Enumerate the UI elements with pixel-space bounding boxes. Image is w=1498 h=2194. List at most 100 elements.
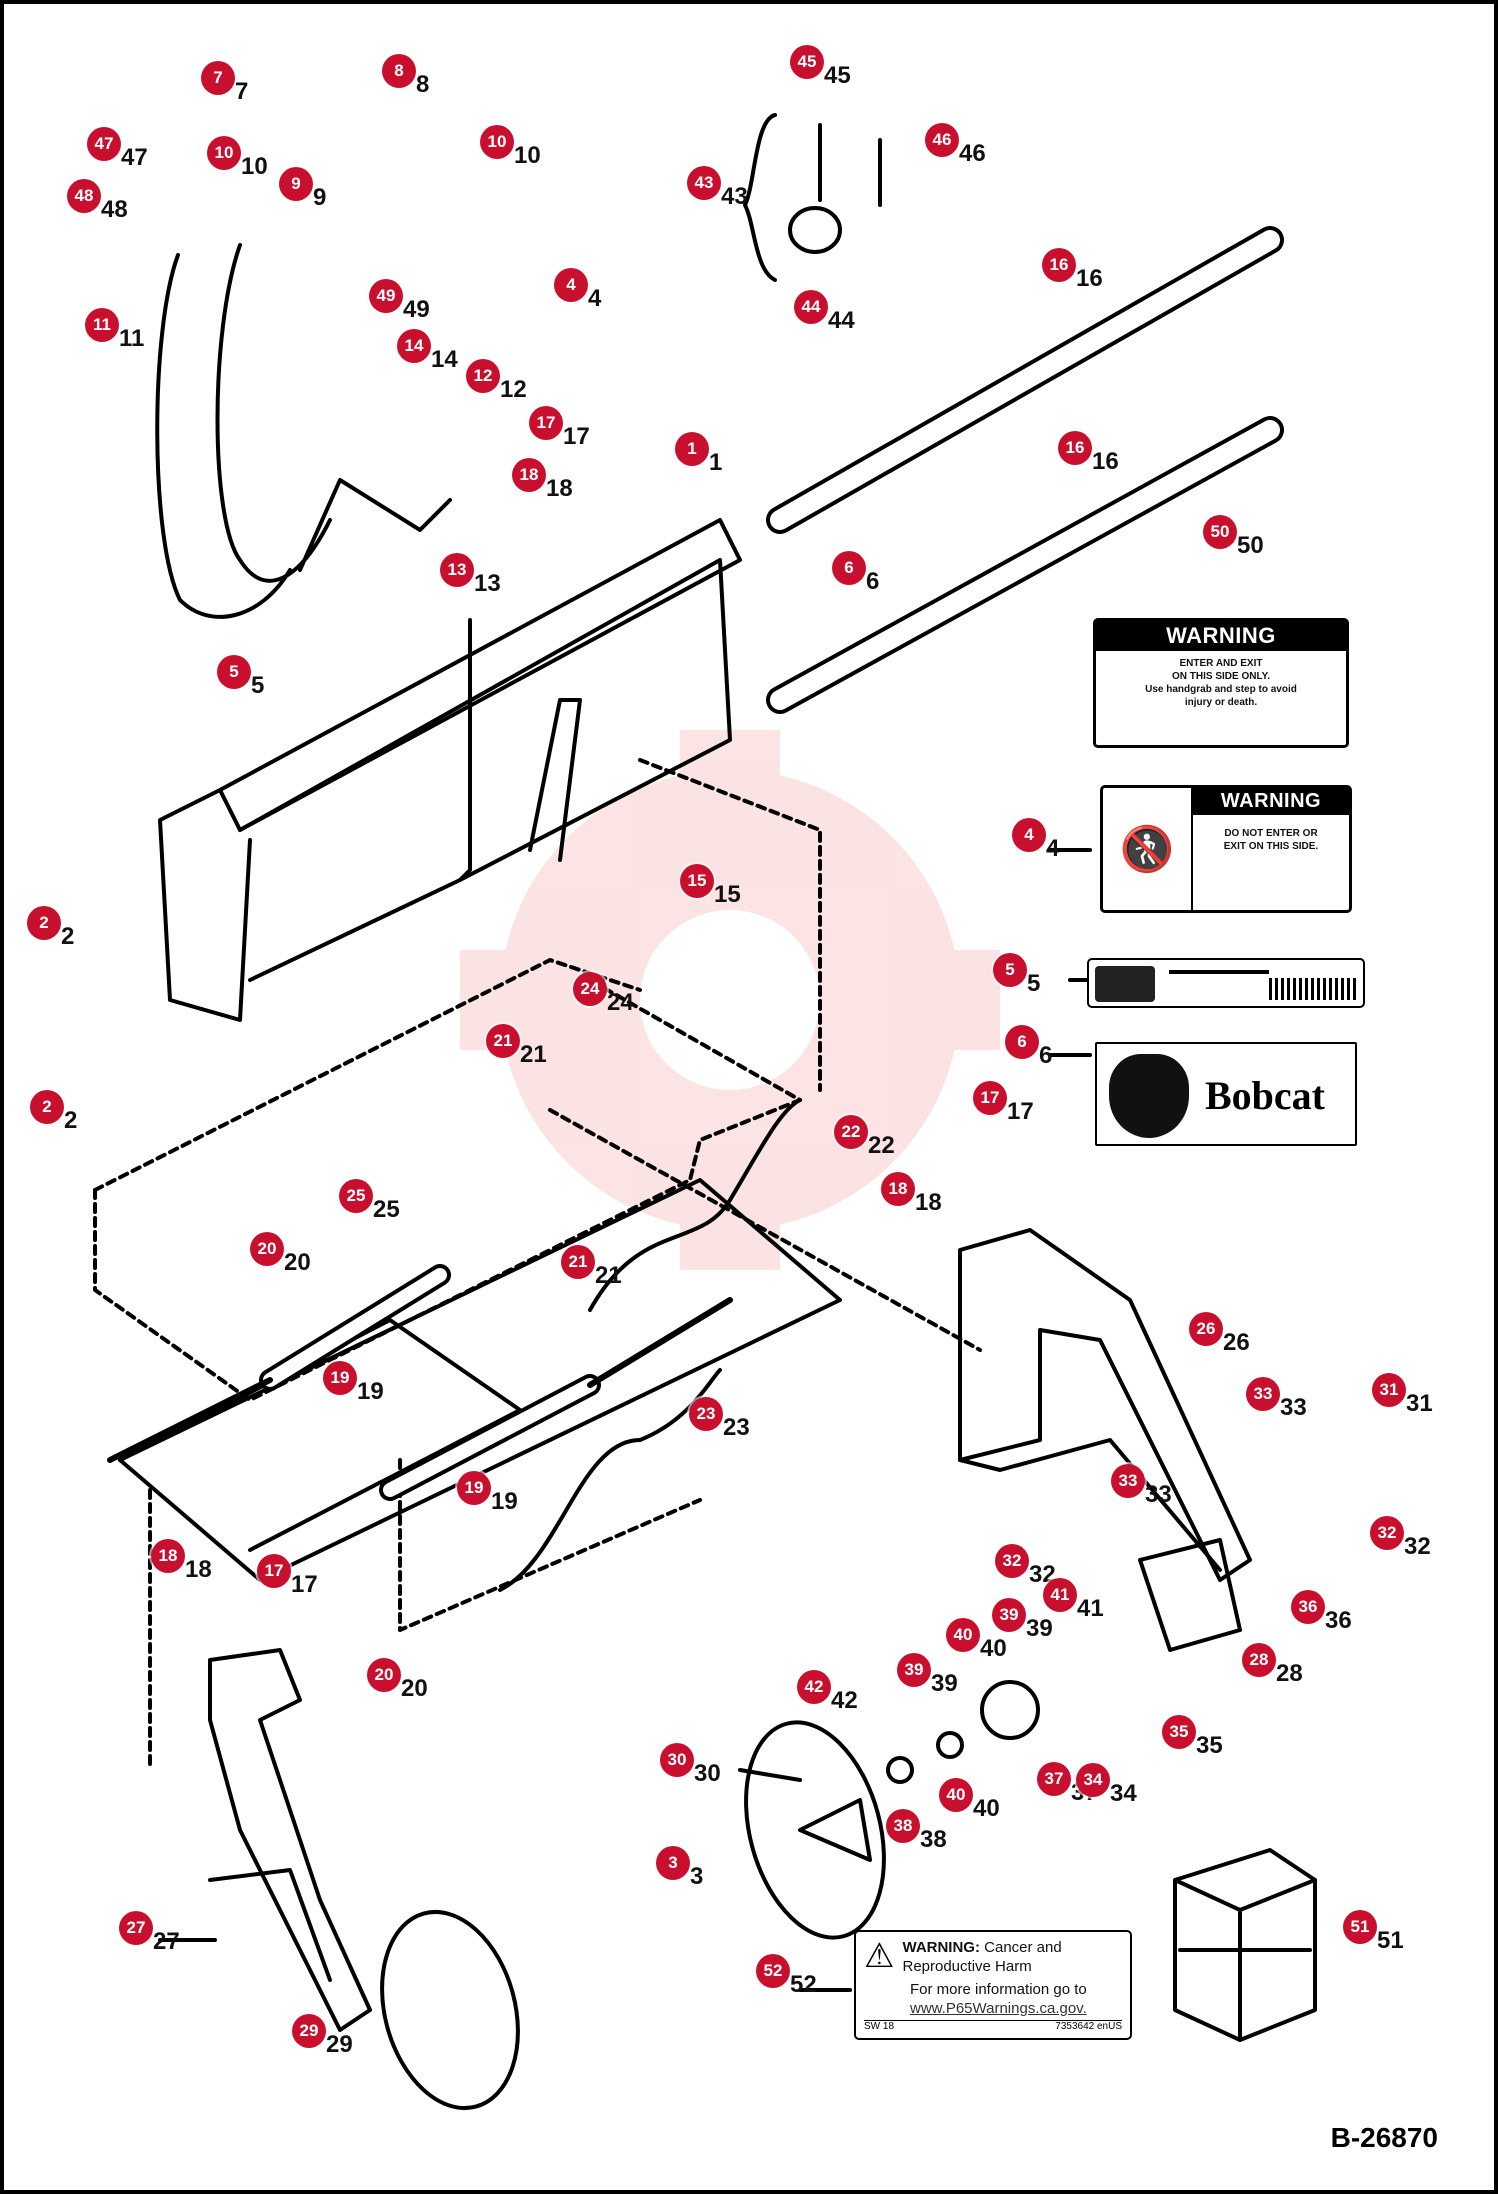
decal-4-line2: EXIT ON THIS SIDE.: [1223, 841, 1319, 852]
callout-26[interactable]: 26: [1189, 1312, 1223, 1346]
callout-16[interactable]: 16: [1042, 248, 1076, 282]
decal-52-url[interactable]: www.P65Warnings.ca.gov.: [910, 2000, 1087, 2017]
callout-21[interactable]: 21: [486, 1024, 520, 1058]
callout-30[interactable]: 30: [660, 1743, 694, 1777]
callout-4[interactable]: 4: [1012, 818, 1046, 852]
decal-52-code-left: SW 18: [864, 2021, 895, 2032]
callout-47[interactable]: 47: [87, 127, 121, 161]
box: [1173, 1848, 1317, 2042]
callout-1[interactable]: 1: [675, 432, 709, 466]
warning-triangle-icon: ⚠: [864, 1937, 895, 1975]
decal-50-warning-enter-exit: WARNING ENTER AND EXIT ON THIS SIDE ONLY…: [1093, 618, 1349, 748]
callout-6[interactable]: 6: [832, 551, 866, 585]
callout-17[interactable]: 17: [529, 406, 563, 440]
callout-31[interactable]: 31: [1372, 1373, 1406, 1407]
callout-41[interactable]: 41: [1043, 1578, 1077, 1612]
part-number-label: 33: [1280, 1394, 1307, 1421]
decal-50-line4: injury or death.: [1184, 697, 1258, 708]
part-number-label: 5: [1027, 970, 1041, 997]
part-number-label: 16: [1092, 448, 1119, 475]
part-number-label: 33: [1145, 1481, 1172, 1508]
callout-38[interactable]: 38: [886, 1809, 920, 1843]
callout-48[interactable]: 48: [67, 179, 101, 213]
callout-51[interactable]: 51: [1343, 1910, 1377, 1944]
callout-13[interactable]: 13: [440, 553, 474, 587]
callout-25[interactable]: 25: [339, 1179, 373, 1213]
callout-49[interactable]: 49: [369, 279, 403, 313]
callout-18[interactable]: 18: [151, 1539, 185, 1573]
callout-24[interactable]: 24: [573, 972, 607, 1006]
callout-12[interactable]: 12: [466, 359, 500, 393]
part-number-label: 47: [121, 144, 148, 171]
callout-44[interactable]: 44: [794, 290, 828, 324]
callout-36[interactable]: 36: [1291, 1590, 1325, 1624]
part-number-label: 48: [101, 196, 128, 223]
decal-5-text: [1169, 970, 1269, 974]
callout-19[interactable]: 19: [457, 1471, 491, 1505]
callout-39[interactable]: 39: [992, 1598, 1026, 1632]
callout-32[interactable]: 32: [1370, 1516, 1404, 1550]
callout-18[interactable]: 18: [881, 1172, 915, 1206]
callout-5[interactable]: 5: [993, 953, 1027, 987]
callout-7[interactable]: 7: [201, 61, 235, 95]
part-number-label: 10: [514, 142, 541, 169]
callout-10[interactable]: 10: [207, 136, 241, 170]
callout-18[interactable]: 18: [512, 458, 546, 492]
callout-27[interactable]: 27: [119, 1911, 153, 1945]
callout-28[interactable]: 28: [1242, 1643, 1276, 1677]
callout-16[interactable]: 16: [1058, 431, 1092, 465]
callout-22[interactable]: 22: [834, 1115, 868, 1149]
decal-52-code-right: 7353642 enUS: [1055, 2021, 1122, 2032]
callout-4[interactable]: 4: [554, 268, 588, 302]
callout-15[interactable]: 15: [680, 864, 714, 898]
decal-52-title-rest: Cancer and: [984, 1939, 1062, 1956]
callout-23[interactable]: 23: [689, 1397, 723, 1431]
callout-50[interactable]: 50: [1203, 515, 1237, 549]
callout-6[interactable]: 6: [1005, 1025, 1039, 1059]
part-number-label: 18: [546, 475, 573, 502]
callout-33[interactable]: 33: [1246, 1377, 1280, 1411]
watermark-gear-inner: [640, 910, 820, 1090]
callout-2[interactable]: 2: [30, 1090, 64, 1124]
hose-left: [155, 253, 292, 619]
callout-45[interactable]: 45: [790, 45, 824, 79]
callout-19[interactable]: 19: [323, 1361, 357, 1395]
part-number-label: 45: [824, 62, 851, 89]
falling-person-icon: 🚷: [1103, 788, 1193, 910]
callout-8[interactable]: 8: [382, 54, 416, 88]
callout-35[interactable]: 35: [1162, 1715, 1196, 1749]
callout-9[interactable]: 9: [279, 167, 313, 201]
callout-34[interactable]: 34: [1076, 1763, 1110, 1797]
callout-11[interactable]: 11: [85, 308, 119, 342]
callout-17[interactable]: 17: [257, 1554, 291, 1588]
callout-20[interactable]: 20: [250, 1232, 284, 1266]
callout-10[interactable]: 10: [480, 125, 514, 159]
callout-3[interactable]: 3: [656, 1846, 690, 1880]
callout-43[interactable]: 43: [687, 166, 721, 200]
callout-29[interactable]: 29: [292, 2014, 326, 2048]
callout-33[interactable]: 33: [1111, 1464, 1145, 1498]
callout-40[interactable]: 40: [946, 1618, 980, 1652]
callout-39[interactable]: 39: [897, 1653, 931, 1687]
part-number-label: 14: [431, 346, 458, 373]
callout-40[interactable]: 40: [939, 1778, 973, 1812]
part-number-label: 39: [1026, 1615, 1053, 1642]
callout-42[interactable]: 42: [797, 1670, 831, 1704]
part-number-label: 46: [959, 140, 986, 167]
callout-21[interactable]: 21: [561, 1245, 595, 1279]
part-number-label: 7: [235, 78, 249, 105]
part-number-label: 40: [973, 1795, 1000, 1822]
callout-46[interactable]: 46: [925, 123, 959, 157]
callout-5[interactable]: 5: [217, 655, 251, 689]
callout-14[interactable]: 14: [397, 329, 431, 363]
part-number-label: 4: [1046, 835, 1060, 862]
callout-37[interactable]: 37: [1037, 1762, 1071, 1796]
callout-2[interactable]: 2: [27, 906, 61, 940]
callout-17[interactable]: 17: [973, 1081, 1007, 1115]
decal-52-line2: Reproductive Harm: [902, 1958, 1032, 1975]
callout-32[interactable]: 32: [995, 1544, 1029, 1578]
callout-52[interactable]: 52: [756, 1954, 790, 1988]
callout-20[interactable]: 20: [367, 1658, 401, 1692]
part-number-label: 27: [153, 1928, 180, 1955]
